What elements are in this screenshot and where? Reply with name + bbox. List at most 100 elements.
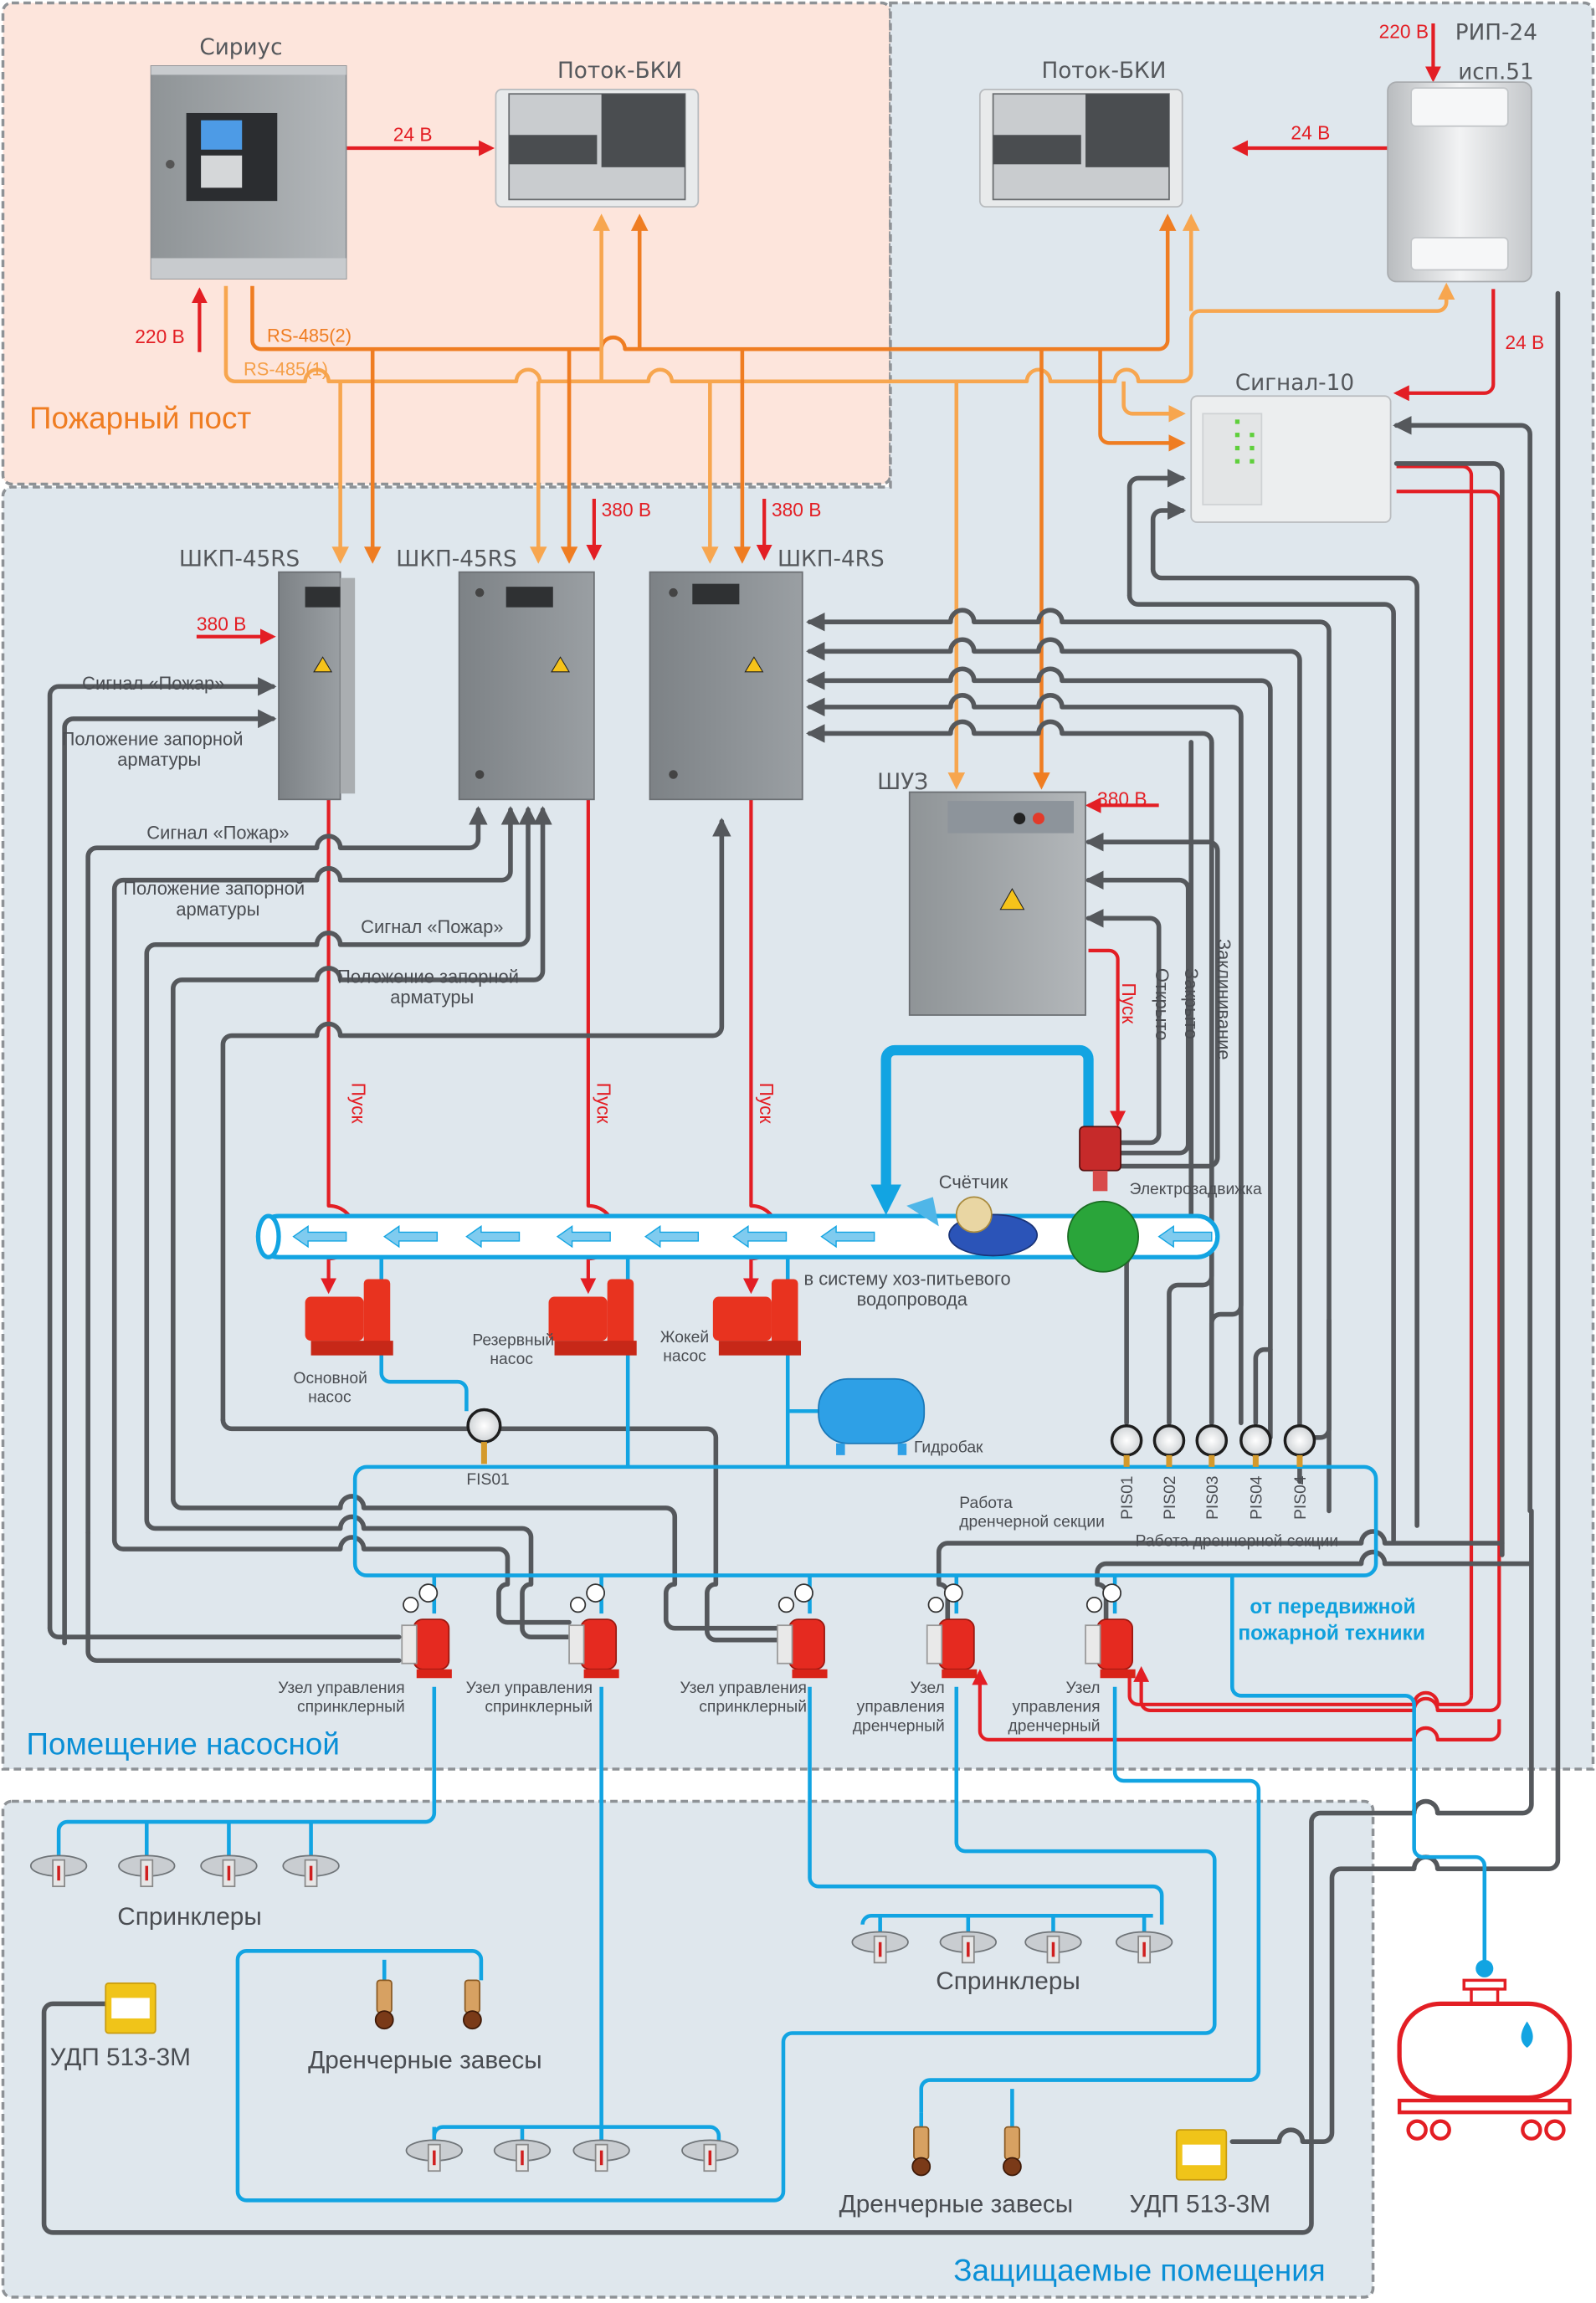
zone-fire-post-label: Пожарный пост [29,401,251,435]
control-valve[interactable]: Узел управления спринклерный [466,1583,619,1716]
shuz-open-wire [1085,909,1162,1146]
reserve-pump[interactable]: Резервный насос [472,1279,637,1368]
shkp2-valve-pos-label-2: арматуры [176,899,259,920]
shkp2-valve-position-wire-2 [171,806,552,1502]
shkp-4rs[interactable]: ШКП-4RS [649,547,885,801]
sirius-panel[interactable]: Сириус [150,35,347,280]
counter-label: Счётчик [939,1172,1008,1193]
main-pump[interactable]: Основной насос [294,1279,393,1407]
jam-label: Заклинивание [1214,939,1234,1060]
shkp1-fire-signal-wire [47,677,277,1631]
shkp3-fire-signal-label: Сигнал «Пожар» [361,916,503,937]
signal10-input-left-2 [1150,500,1187,572]
udp-513-3m-2[interactable]: УДП 513-3М [1130,2129,1270,2218]
udp-513-3m-1[interactable]: УДП 513-3М [50,1982,191,2071]
jockey-pump-label-2: насос [663,1348,706,1366]
closed-label: Закрыто [1181,968,1202,1039]
start-label-2: Пуск [593,1083,614,1125]
pis-label: PIS02 [1162,1475,1179,1519]
pis-label: PIS01 [1119,1475,1137,1519]
main-pump-label-1: Основной [294,1370,367,1387]
jockey-pump-label-1: Жокей [660,1329,709,1346]
shkp3-input-4 [806,693,1244,1426]
sprinkler-head-icon [118,1854,176,1888]
shkp3-signal-wire [220,818,731,1423]
valve3-wire-a [171,1494,780,1631]
valve2-wire-a [111,1520,572,1625]
electric-valve[interactable]: Электрозадвижка [1067,1126,1262,1273]
pipe-deluge-group-2 [919,1686,1261,2113]
sprinkler-head-icon [1024,1931,1082,1964]
valve1-wire-a [47,1625,402,1640]
rip24-label-2: исп.51 [1458,60,1534,85]
signal10-to-deluge-valve-1 [972,1669,1501,1742]
flow-arrows [292,1225,1213,1249]
sprinkler-head-icon [1115,1931,1173,1964]
pis-gauge: PIS03 [1195,1424,1229,1520]
shkp3-label: ШКП-4RS [777,547,885,572]
hydrotank[interactable]: Гидробак [818,1377,983,1457]
shkp2-fire-signal-label: Сигнал «Пожар» [146,823,289,844]
shkp3-input-2 [806,637,1302,1485]
sprinkler-drops-3 [432,2125,721,2142]
shkp-45rs-1[interactable]: ШКП-45RS [179,547,356,801]
control-valve-label: Узел управления [466,1680,593,1697]
fis01-gauge: FIS01 [466,1408,510,1489]
shkp3-input-5 [806,719,1214,1426]
sprinkler-head-icon [851,1931,909,1964]
shkp2-valve-position-wire [111,806,521,1526]
signal-10-module[interactable]: Сигнал-10 [1190,371,1392,523]
rs485-2-to-signal10 [1098,349,1186,452]
label-380v-a: 380 В [197,613,246,635]
label-24v-c: 24 В [1505,331,1544,353]
label-220v-a: 220 В [135,326,184,347]
start-label-3: Пуск [756,1083,777,1125]
control-valve-label: дренчерный [853,1717,945,1735]
control-valve-label: спринклерный [485,1699,593,1716]
rs485-2-to-bki1 [624,213,649,351]
rip-24-power-supply[interactable]: РИП-24 исп.51 [1387,20,1537,283]
shkp3-input-1 [806,608,1332,1514]
shkp3-valve-pos-label-2: арматуры [390,987,474,1008]
udp1-label: УДП 513-3М [50,2044,191,2071]
udp2-wire [1229,290,1561,2144]
rs485-1-to-bki1 [223,213,610,384]
sprinkler-head-icon [572,2139,630,2172]
shuz-label: ШУЗ [877,770,928,795]
label-24v-b: 24 В [1291,122,1330,144]
pis-gauge: PIS02 [1152,1424,1186,1520]
start-line-valve [1088,948,1126,1127]
deluge-head-icon [911,2126,931,2177]
zone-fire-post: Пожарный пост [1,1,892,486]
potok-bki-2[interactable]: Поток-БКИ [978,59,1183,208]
shkp1-valve-pos-label-2: арматуры [117,749,201,770]
sprinkler-head-icon [493,2139,552,2172]
shkp3-input-3 [806,666,1273,1440]
sprinkler-drops-2 [860,1913,1153,1936]
deluge-work-label-1b: дренчерной секции [959,1514,1105,1531]
reserve-pump-label-1: Резервный [472,1331,554,1349]
deluge-head-icon [1003,2126,1022,2177]
hydrotank-label: Гидробак [914,1439,983,1456]
rip-to-signal10-24v [1393,289,1496,402]
label-380v-d: 380 В [1097,787,1147,809]
main-pump-label-2: насос [308,1389,352,1407]
shkp1-label: ШКП-45RS [179,547,300,572]
shuz-cabinet[interactable]: ШУЗ [877,770,1086,1016]
shkp2-valve-pos-label-1: Положение запорной [123,878,305,899]
water-meter[interactable]: Счётчик [906,1172,1039,1257]
potok-bki-1[interactable]: Поток-БКИ [495,59,700,208]
open-label: Открыто [1152,968,1173,1041]
jockey-pump[interactable]: Жокей насос [660,1279,802,1366]
pis-label: PIS04 [1248,1475,1265,1520]
reserve-pump-label-2: насос [490,1351,533,1368]
shkp-45rs-2[interactable]: ШКП-45RS [396,547,595,801]
shkp1-fire-signal-label: Сигнал «Пожар» [82,673,224,694]
udp1-wire [41,1508,1534,2235]
